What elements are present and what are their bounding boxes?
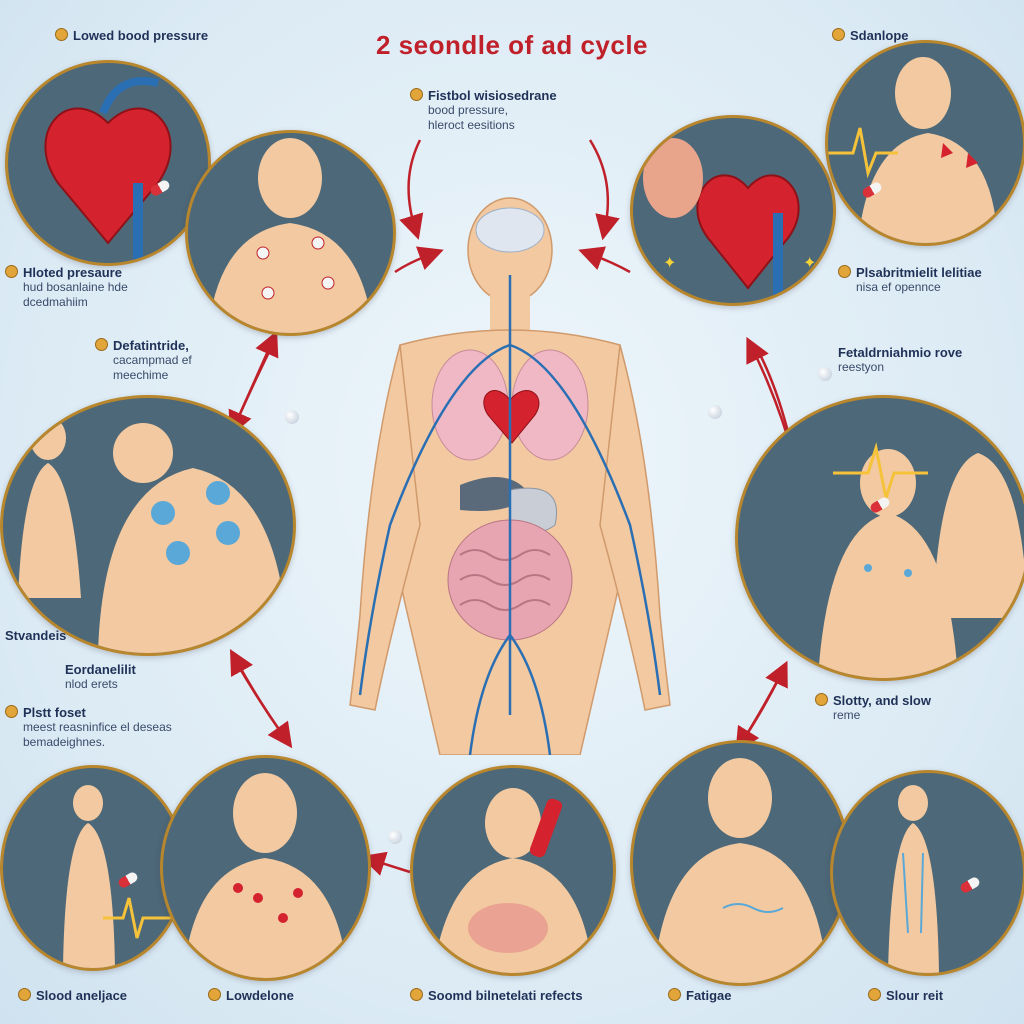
label-right-mid: Fetaldrniahmio rove reestyon bbox=[838, 345, 963, 374]
label-left-lower-b: Eordanelilit nlod erets bbox=[65, 662, 136, 691]
bullet-icon bbox=[5, 705, 18, 718]
bullet-icon bbox=[868, 988, 881, 1001]
lungs bbox=[431, 349, 589, 461]
label-top-right: Sdanlope bbox=[832, 28, 909, 43]
heart-illustration bbox=[44, 107, 172, 245]
label-left-mid: Defatintride, cacampmad ef meechime bbox=[95, 338, 265, 383]
page-title: 2 seondle of ad cycle bbox=[375, 30, 649, 60]
label-bottom-4: Fatigae bbox=[668, 988, 732, 1003]
standing-figure-ecg-circle bbox=[0, 765, 186, 971]
dot-icon bbox=[818, 367, 832, 381]
heart-stars-circle: ✦ ✦ bbox=[630, 115, 836, 306]
ecg-men-circle bbox=[735, 395, 1024, 681]
svg-text:✦: ✦ bbox=[663, 255, 676, 272]
chest-red-spots-circle bbox=[160, 755, 371, 981]
bullet-icon bbox=[95, 338, 108, 351]
bullet-icon bbox=[815, 693, 828, 706]
arrow-left-to-body bbox=[394, 246, 444, 274]
heart-closeup-circle bbox=[5, 60, 211, 266]
dot-icon bbox=[708, 405, 722, 419]
label-right-lower: Slotty, and slow reme bbox=[815, 693, 1015, 723]
arrow-right-lower-back bbox=[740, 660, 788, 743]
label-bottom-2: Lowdelone bbox=[208, 988, 294, 1003]
standing-figure-pills-circle bbox=[830, 770, 1024, 976]
dot-icon bbox=[388, 830, 402, 844]
label-right-upper: Plsabritmielit lelitiae nisa ef opennce bbox=[838, 265, 1018, 295]
label-left-lower-c: Plstt foset meest reasninfice el deseas … bbox=[5, 705, 235, 750]
torso-fatigue-circle bbox=[630, 740, 851, 986]
bullet-icon bbox=[838, 265, 851, 278]
bullet-icon bbox=[55, 28, 68, 41]
arrow-left-lower-back bbox=[229, 649, 287, 739]
central-body-figure bbox=[349, 197, 671, 755]
label-left-lower-a: Stvandeis bbox=[5, 628, 67, 643]
brain bbox=[475, 207, 545, 253]
label-top-center: Fistbol wisiosedrane bood pressure, hler… bbox=[410, 88, 600, 133]
arrow-bottom-center bbox=[360, 851, 411, 876]
bullet-icon bbox=[410, 988, 423, 1001]
bullet-icon bbox=[18, 988, 31, 1001]
label-bottom-1: Slood aneljace bbox=[18, 988, 127, 1003]
bullet-icon bbox=[668, 988, 681, 1001]
arrow-top-left bbox=[399, 139, 424, 240]
bullet-icon bbox=[5, 265, 18, 278]
back-patches-circle bbox=[0, 395, 296, 656]
arrow-left-upper-back bbox=[233, 330, 279, 426]
arrow-right-to-body bbox=[578, 246, 631, 274]
heart bbox=[483, 390, 540, 444]
bullet-icon bbox=[832, 28, 845, 41]
label-left-upper: Hloted presaure hud bosanlaine hde dcedm… bbox=[5, 265, 185, 310]
bullet-icon bbox=[208, 988, 221, 1001]
chest-patch-circle bbox=[185, 130, 396, 336]
label-bottom-5: Slour reit bbox=[868, 988, 943, 1003]
dot-icon bbox=[285, 410, 299, 424]
label-top-left: Lowed bood pressure bbox=[55, 28, 208, 43]
blood-vessels bbox=[358, 275, 662, 755]
arrow-top-right bbox=[588, 139, 620, 241]
label-bottom-3: Soomd bilnetelati refects bbox=[410, 988, 583, 1003]
man-chest-circle bbox=[825, 40, 1024, 246]
inhaler-circle bbox=[410, 765, 616, 976]
bullet-icon bbox=[410, 88, 423, 101]
